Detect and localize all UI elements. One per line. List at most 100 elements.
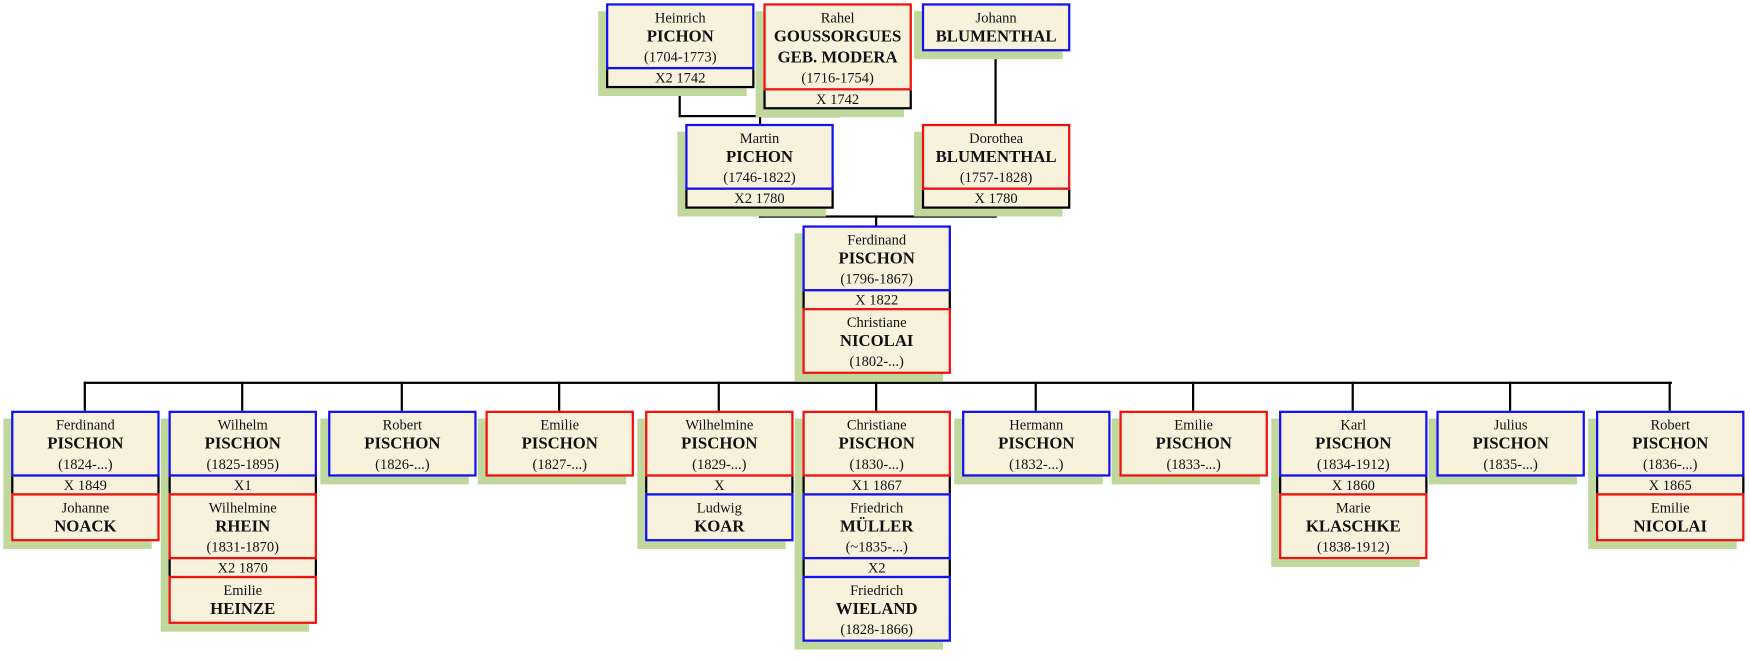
person-first-name: Emilie	[1650, 498, 1690, 516]
person-surname: BLUMENTHAL	[935, 148, 1057, 167]
person-dates: (1802-...)	[849, 352, 904, 370]
person-first-name: Christiane	[846, 313, 907, 331]
connector-line	[1668, 381, 1671, 412]
person-dates: (1716-1754)	[801, 69, 874, 86]
person-first-name: Hermann	[1009, 416, 1064, 434]
person-surname: NOACK	[54, 517, 117, 536]
connector-line	[994, 45, 997, 126]
connector-line	[83, 381, 86, 412]
person-dates: (1829-...)	[692, 455, 747, 473]
connector-line	[758, 215, 997, 218]
person-dates: (1824-...)	[58, 455, 113, 473]
connector-line	[1034, 381, 1037, 412]
person-surname: PISCHON	[838, 250, 915, 268]
person-surname: RHEIN	[215, 517, 271, 536]
person-first-name: Emilie	[223, 581, 263, 599]
connector-line	[83, 381, 1672, 384]
person-surname: MÜLLER	[839, 517, 914, 536]
person-dates: (1835-...)	[1483, 455, 1538, 473]
person-surname: PISCHON	[521, 435, 598, 454]
person-surname: WIELAND	[835, 600, 918, 619]
person-first-name: Marie	[1335, 498, 1371, 516]
person-surname: PISCHON	[998, 435, 1075, 454]
person-surname: NICOLAI	[839, 332, 914, 351]
connector-line	[758, 114, 762, 126]
person-surname: PISCHON	[47, 435, 124, 454]
person-surname: GOUSSORGUES	[773, 27, 902, 46]
marriage-label: X2 1742	[606, 66, 755, 89]
person-surname: PISCHON	[1315, 435, 1392, 454]
person-first-name: Martin	[739, 129, 780, 147]
person-first-name: Johann	[975, 8, 1017, 26]
person-dates: (1757-1828)	[959, 168, 1033, 186]
person-first-name: Emilie	[540, 416, 580, 434]
connector-line	[875, 215, 878, 227]
person-surname: PISCHON	[204, 435, 281, 454]
person-surname: PICHON	[726, 148, 793, 167]
person-dates: (1838-1912)	[1316, 537, 1390, 555]
person-first-name: Wilhelmine	[685, 416, 754, 434]
person-first-name: Christiane	[846, 416, 907, 434]
person-dates: (1828-1866)	[840, 620, 913, 638]
person-first-name: Friedrich	[850, 581, 904, 599]
person-first-name: Wilhelm	[217, 416, 268, 434]
person-first-name: Ludwig	[696, 498, 742, 516]
connector-line	[875, 381, 878, 412]
person-surname: PISCHON	[838, 435, 915, 454]
person-dates: (1831-1870)	[206, 537, 280, 555]
person-first-name: Friedrich	[850, 498, 904, 516]
person-dates: (1833-...)	[1166, 455, 1221, 473]
person-surname: PISCHON	[1155, 435, 1232, 454]
person-dates: (1834-1912)	[1316, 455, 1390, 473]
connector-line	[678, 87, 681, 118]
person-first-name: Rahel	[820, 8, 855, 26]
person-first-name: Dorothea	[969, 129, 1024, 147]
person-dates: (1746-1822)	[723, 168, 796, 186]
person-first-name: Ferdinand	[847, 231, 907, 248]
person-surname: KOAR	[694, 517, 745, 536]
person-first-name: Julius	[1493, 416, 1528, 434]
person-surname: NICOLAI	[1633, 517, 1707, 536]
person-dates: (1832-...)	[1009, 455, 1064, 473]
